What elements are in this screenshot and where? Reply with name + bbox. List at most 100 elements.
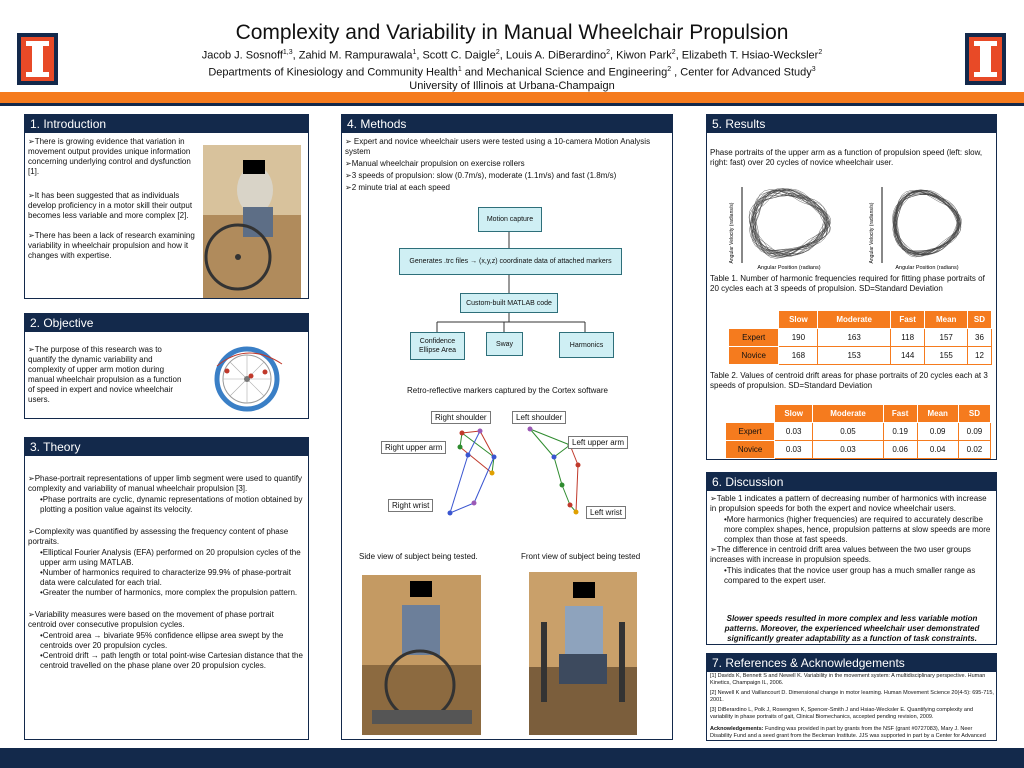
phase-cycle — [893, 190, 959, 254]
t2-row-label: Expert — [724, 422, 776, 441]
discussion-bullet-1: ➢Table 1 indicates a pattern of decreasi… — [710, 494, 987, 513]
t2-cell: 0.06 — [882, 440, 918, 459]
authors: Jacob J. Sosnoff1,3, Zahid M. Rampurawal… — [201, 49, 823, 62]
poster-header: Complexity and Variability in Manual Whe… — [60, 20, 964, 93]
illinois-logo-right — [965, 33, 1006, 85]
discussion-sub-2a: •This indicates that the novice user gro… — [724, 566, 976, 585]
ack-label: Acknowledgements: — [710, 726, 764, 732]
t2-col: Slow — [774, 404, 814, 423]
t2-cell: 0.09 — [957, 422, 992, 441]
retro-markers-caption: Retro-reflective markers captured by the… — [407, 386, 608, 395]
t1-col: Moderate — [817, 310, 891, 329]
marker-label-right-wrist: Right wrist — [388, 499, 434, 512]
methods-bullet-3: ➢3 speeds of propulsion: slow (0.7m/s), … — [345, 171, 617, 180]
table2-caption: Table 2. Values of centroid drift areas … — [710, 371, 988, 390]
phase-cycle — [895, 192, 961, 256]
footer-navy-bar — [0, 748, 1024, 768]
illinois-logo-left — [17, 33, 58, 85]
t1-cell: 12 — [966, 346, 993, 365]
objective-bullet: ➢The purpose of this research was to qua… — [28, 345, 182, 404]
phase-cycle — [893, 189, 958, 254]
t1-cell: 153 — [817, 346, 891, 365]
phase-cycle — [896, 190, 961, 254]
theory-sub-3a: •Centroid area → bivariate 95% confidenc… — [40, 631, 284, 650]
flow-motion-capture: Motion capture — [478, 207, 542, 232]
wheelchair-user-photo — [203, 145, 301, 298]
flowchart-connectors — [436, 232, 586, 332]
theory-bullet-1: ➢Phase-portrait representations of upper… — [28, 474, 302, 493]
marker-label-left-wrist: Left wrist — [586, 506, 627, 519]
t2-cell: 0.04 — [916, 440, 959, 459]
discussion-panel: 6. Discussion ➢Table 1 indicates a patte… — [706, 472, 997, 645]
references-heading: 7. References & Acknowledgements — [707, 654, 996, 672]
t2-col: Fast — [882, 404, 918, 423]
t1-cell: 36 — [966, 328, 993, 347]
reference-3: [3] DiBerardino L, Polk J, Rosengren K, … — [710, 707, 974, 720]
pp-right-ylabel: Angular Velocity (radians/s) — [869, 202, 875, 263]
front-view-photo — [529, 572, 637, 735]
reference-1: [1] Davids K, Bennett S and Newell K. Va… — [710, 673, 986, 686]
t1-col: SD — [966, 310, 993, 329]
phase-cycle — [750, 189, 827, 253]
discussion-conclusion: Slower speeds resulted in more complex a… — [724, 614, 980, 643]
methods-bullet-4: ➢2 minute trial at each speed — [345, 183, 450, 192]
header-navy-bar — [0, 103, 1024, 106]
discussion-bullet-2: ➢The difference in centroid drift area v… — [710, 545, 971, 564]
t1-row-label: Novice — [727, 346, 780, 365]
t1-col: Slow — [778, 310, 819, 329]
theory-sub-2a: •Elliptical Fourier Analysis (EFA) perfo… — [40, 548, 301, 567]
phase-cycle — [752, 190, 831, 256]
theory-sub-2b: •Number of harmonics required to charact… — [40, 568, 291, 587]
front-view-caption: Front view of subject being tested — [521, 552, 641, 561]
pp-right-xlabel: Angular Position (radians) — [895, 265, 958, 271]
phase-cycle — [753, 188, 828, 256]
phase-cycle — [748, 193, 826, 254]
t1-col: Mean — [924, 310, 968, 329]
table1-caption: Table 1. Number of harmonic frequencies … — [710, 274, 985, 293]
pp-left-ylabel: Angular Velocity (radians/s) — [729, 202, 735, 263]
ack-text: Funding was provided in part by grants f… — [710, 726, 986, 739]
theory-bullet-3: ➢Variability measures were based on the … — [28, 610, 274, 629]
side-view-photo — [362, 575, 481, 735]
theory-sub-1a: •Phase portraits are cyclic, dynamic rep… — [40, 495, 303, 514]
university: University of Illinois at Urbana-Champai… — [409, 80, 615, 93]
phase-cycle — [749, 190, 825, 252]
departments: Departments of Kinesiology and Community… — [208, 65, 816, 79]
marker-label-left-upper-arm: Left upper arm — [568, 436, 629, 449]
results-heading: 5. Results — [707, 115, 996, 133]
theory-sub-3b: •Centroid drift → path length or total p… — [40, 651, 303, 670]
t1-col: Fast — [889, 310, 926, 329]
discussion-heading: 6. Discussion — [707, 473, 996, 491]
theory-heading: 3. Theory — [25, 438, 308, 456]
intro-bullet-1: ➢There is growing evidence that variatio… — [28, 137, 191, 176]
results-panel: 5. Results Phase portraits of the upper … — [706, 114, 997, 460]
introduction-panel: 1. Introduction ➢There is growing eviden… — [24, 114, 309, 299]
theory-panel: 3. Theory ➢Phase-portrait representation… — [24, 437, 309, 740]
t1-cell: 163 — [817, 328, 891, 347]
phase-portrait-fast — [892, 189, 962, 258]
acknowledgements: Acknowledgements: Funding was provided i… — [710, 726, 994, 740]
phase-cycle — [894, 193, 959, 254]
t1-cell: 157 — [924, 328, 968, 347]
t2-cell: 0.03 — [812, 440, 884, 459]
marker-skeleton-diagram — [447, 426, 581, 516]
phase-cycle — [892, 193, 958, 254]
flow-harmonics: Harmonics — [559, 332, 614, 358]
methods-panel: 4. Methods ➢ Expert and novice wheelchai… — [341, 114, 673, 740]
flow-confidence-ellipse: Confidence Ellipse Area — [410, 332, 465, 360]
methods-heading: 4. Methods — [342, 115, 672, 133]
phase-cycle — [755, 189, 832, 257]
intro-bullet-3: ➢There has been a lack of research exami… — [28, 231, 195, 260]
flow-matlab-code: Custom-built MATLAB code — [460, 293, 558, 313]
references-panel: 7. References & Acknowledgements [1] Dav… — [706, 653, 997, 741]
flow-sway: Sway — [486, 332, 523, 356]
theory-sub-2c: •Greater the number of harmonics, more c… — [40, 588, 298, 597]
t2-col: SD — [957, 404, 992, 423]
header-orange-bar — [0, 92, 1024, 103]
t2-col: Mean — [916, 404, 959, 423]
